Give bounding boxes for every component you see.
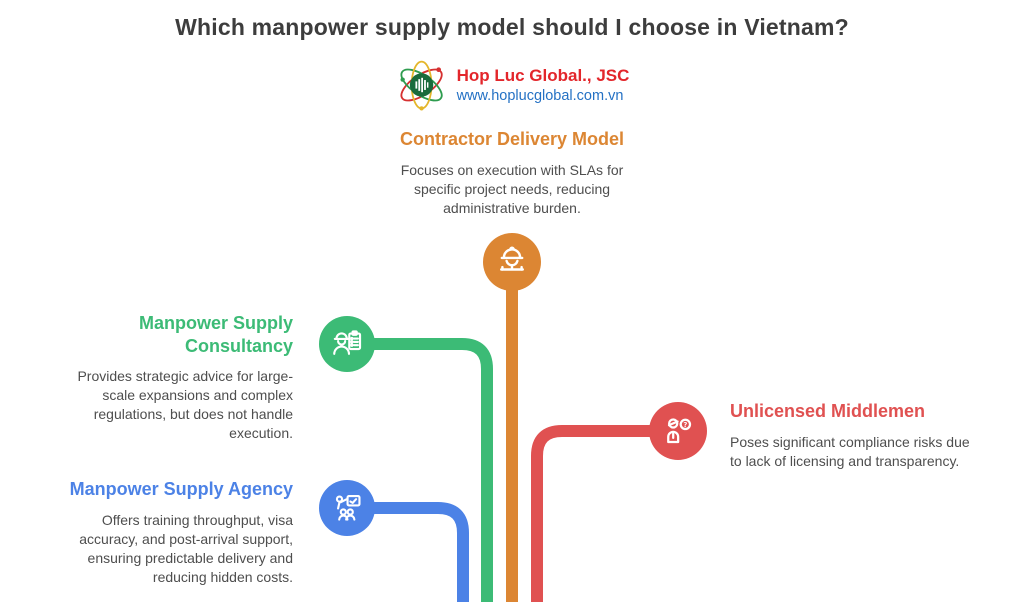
consultancy-description: Provides strategic advice for large-scal… bbox=[77, 368, 293, 441]
connector-agency bbox=[350, 502, 469, 602]
unknown-person-question-icon: ? bbox=[667, 418, 692, 444]
section-manpower-supply-agency: Manpower Supply Agency Offers training t… bbox=[53, 478, 293, 587]
contractor-description: Focuses on execution with SLAs for speci… bbox=[400, 161, 624, 216]
page-title: Which manpower supply model should I cho… bbox=[175, 14, 849, 40]
connector-middlemen bbox=[531, 425, 675, 602]
trainer-presentation-icon bbox=[335, 495, 361, 521]
contractor-title: Contractor Delivery Model bbox=[399, 129, 625, 149]
consultant-checklist-icon bbox=[333, 330, 362, 355]
agency-description: Offers training throughput, visa accurac… bbox=[79, 511, 293, 585]
section-manpower-supply-consultancy: Manpower Supply Consultancy Provides str… bbox=[53, 312, 293, 443]
logo-text: Hop Luc Global., JSC www.hoplucglobal.co… bbox=[457, 65, 630, 104]
middlemen-title: Unlicensed Middlemen bbox=[730, 401, 926, 421]
agency-node-circle bbox=[319, 480, 375, 536]
consultancy-title: Manpower Supply Consultancy bbox=[138, 313, 293, 356]
section-unlicensed-middlemen: Unlicensed Middlemen Poses significant c… bbox=[730, 400, 975, 471]
section-contractor-delivery-model: Contractor Delivery Model Focuses on exe… bbox=[392, 128, 632, 218]
middlemen-node-circle: ? bbox=[649, 402, 707, 460]
contractor-node-circle bbox=[483, 233, 541, 291]
logo-website-url: www.hoplucglobal.com.vn bbox=[456, 87, 624, 104]
svg-text:?: ? bbox=[683, 421, 687, 429]
connector-consultancy bbox=[350, 338, 493, 602]
consultancy-node-circle bbox=[319, 316, 375, 372]
company-logo: Hop Luc Global., JSC www.hoplucglobal.co… bbox=[395, 58, 630, 112]
agency-title: Manpower Supply Agency bbox=[69, 479, 293, 499]
logo-company-name: Hop Luc Global., JSC bbox=[456, 66, 630, 86]
construction-worker-icon bbox=[500, 246, 524, 271]
middlemen-description: Poses significant compliance risks due t… bbox=[730, 433, 970, 469]
hop-luc-global-logo-icon bbox=[400, 60, 443, 111]
